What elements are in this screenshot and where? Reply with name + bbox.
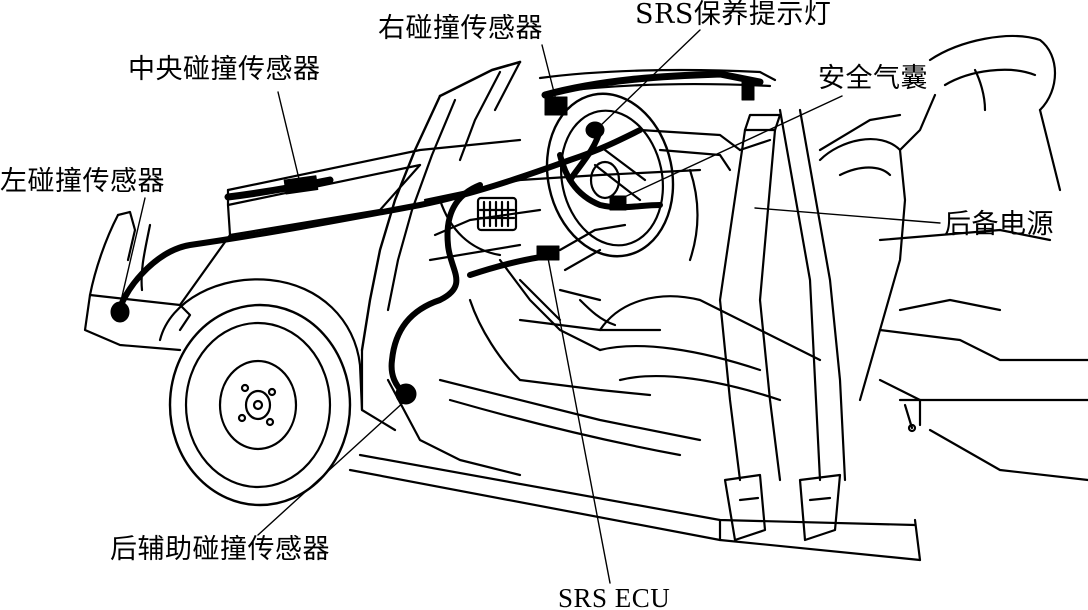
leader-right-sensor: [541, 44, 557, 101]
label-left-collision-sensor: 左碰撞传感器: [0, 166, 165, 197]
backup-power-block: [741, 81, 755, 101]
leader-airbag: [617, 95, 843, 201]
label-rear-auxiliary-collision-sensor: 后辅助碰撞传感器: [110, 534, 330, 565]
airbag-block: [609, 195, 627, 211]
label-srs-maintenance-lamp: SRS保养提示灯: [635, 0, 832, 30]
leader-backup-power: [754, 207, 941, 224]
leader-center-sensor: [277, 91, 301, 184]
label-right-collision-sensor: 右碰撞传感器: [378, 13, 543, 44]
label-srs-ecu: SRS ECU: [558, 583, 671, 610]
label-airbag: 安全气囊: [818, 63, 928, 94]
rear-sensor-block: [395, 383, 417, 405]
leader-srs-ecu: [547, 257, 611, 584]
components: [110, 81, 755, 405]
leader-left-sensor: [119, 197, 146, 306]
leader-lines: [119, 29, 941, 584]
leader-srs-lamp: [597, 29, 701, 129]
leader-rear-sensor: [257, 399, 407, 536]
right-sensor-block: [544, 96, 568, 116]
label-center-collision-sensor: 中央碰撞传感器: [128, 54, 321, 85]
car-body: [83, 34, 1088, 562]
center-sensor-block: [283, 175, 319, 195]
label-backup-power: 后备电源: [944, 209, 1054, 240]
